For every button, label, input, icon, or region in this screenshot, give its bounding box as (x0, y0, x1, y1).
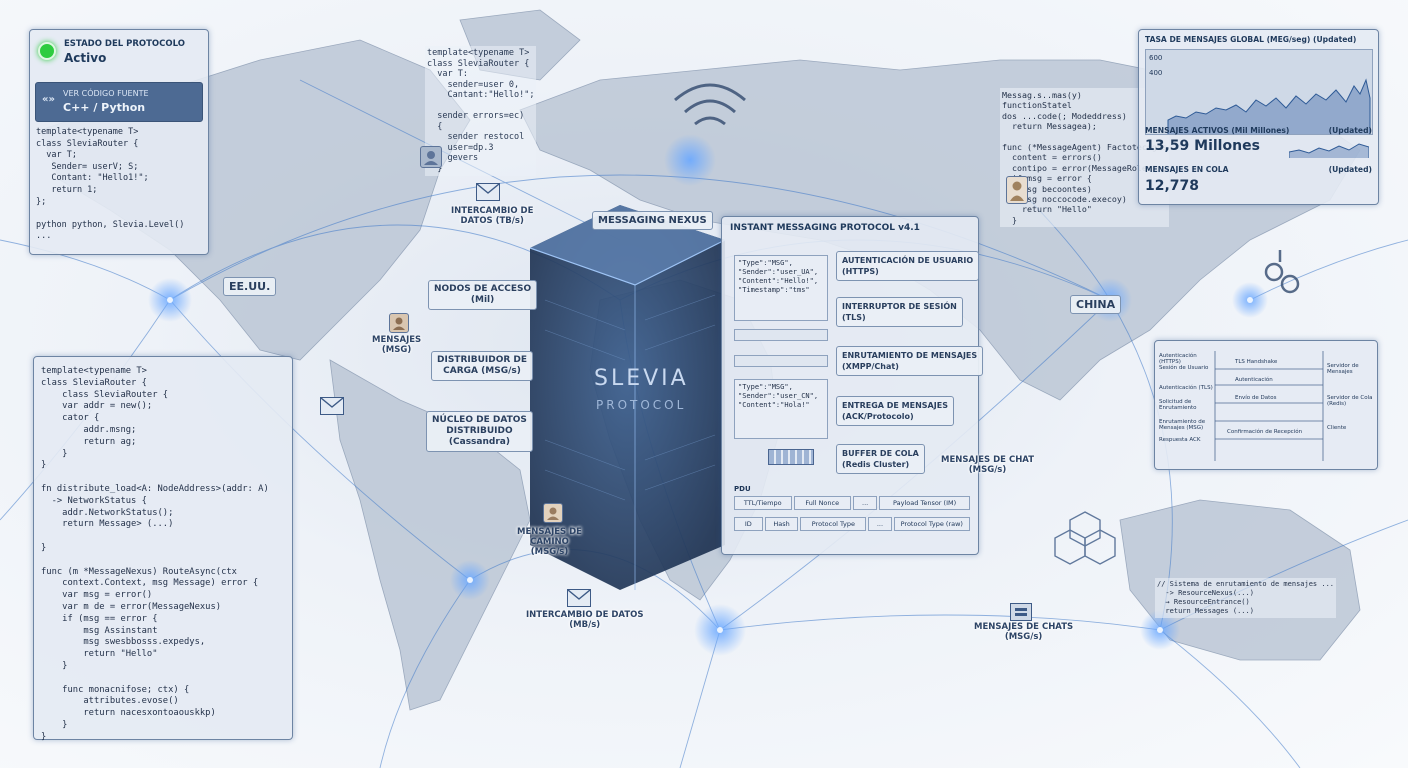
pdu-cell: Hash (764, 517, 799, 531)
sequence-left-label: Respuesta ACK (1159, 437, 1201, 443)
sequence-diagram-panel: Autenticación (HTTPS) Sesión de Usuario … (1154, 340, 1378, 470)
avatar-icon (420, 146, 442, 168)
pdu-cell: TTL/Tiempo (734, 496, 792, 510)
rate-sparkline (1167, 78, 1371, 134)
status-indicator-icon (38, 42, 56, 60)
queue-title: MENSAJES EN COLA (1145, 165, 1229, 174)
sequence-left-label: Solicitud de Enrutamiento (1159, 399, 1197, 411)
sequence-left-label: Enrutamiento de Mensajes (MSG) (1159, 419, 1206, 431)
active-messages-title: MENSAJES ACTIVOS (Mil Millones) (1145, 126, 1290, 135)
status-code-snippet: template<typename T> class SleviaRouter … (36, 127, 185, 242)
protocol-json-1: "Type":"MSG", "Sender":"user_UA", "Conte… (734, 255, 828, 321)
active-messages-tag: (Updated) (1328, 126, 1372, 135)
buffer-icon (768, 449, 814, 465)
envelope-icon (320, 397, 344, 415)
pdu-cell: ... (853, 496, 878, 510)
server-icon (1010, 603, 1032, 621)
protocol-status-panel: ESTADO DEL PROTOCOLO Activo «» VER CÓDIG… (29, 29, 209, 255)
rate-chart-title: TASA DE MENSAJES GLOBAL (MEG/seg) (Updat… (1145, 35, 1357, 44)
sequence-mid-label: Confirmación de Recepción (1227, 429, 1303, 435)
data-exchange-bottom-label: INTERCAMBIO DE DATOS (MB/s) (526, 610, 644, 630)
usa-label: EE.UU. (223, 277, 277, 296)
code-icon: «» (42, 94, 55, 105)
pdu-cell: Protocol Type (800, 517, 867, 531)
rate-y-top: 600 (1149, 54, 1163, 62)
status-title: ESTADO DEL PROTOCOLO (64, 39, 185, 49)
sequence-mid-label: Autenticación (1235, 377, 1273, 383)
protocol-step-box (734, 329, 828, 341)
status-value: Activo (64, 51, 107, 65)
hexagon-network-icon (1054, 511, 1116, 565)
view-source-label: VER CÓDIGO FUENTE (63, 89, 149, 98)
pdu-cell: Protocol Type (raw) (893, 517, 970, 531)
access-nodes-label: NODOS DE ACCESO (Mil) (428, 280, 538, 310)
sequence-left-label: Autenticación (TLS) (1159, 385, 1213, 391)
pdu-row-1: TTL/Tiempo Full Nonce ... Payload Tensor… (734, 496, 970, 510)
protocol-panel: INSTANT MESSAGING PROTOCOL v4.1 "Type":"… (721, 216, 984, 555)
step-authentication: AUTENTICACIÓN DE USUARIO (HTTPS) (836, 251, 980, 281)
pdu-cell: Full Nonce (793, 496, 851, 510)
sequence-right-label: Servidor de Cola (Redis) (1327, 395, 1373, 407)
pdu-cell: ... (868, 517, 892, 531)
queue-tag: (Updated) (1328, 165, 1372, 174)
sequence-right-label: Cliente (1327, 425, 1347, 431)
pdu-label: PDU (734, 485, 751, 493)
pdu-cell: Payload Tensor (IM) (879, 496, 970, 510)
step-routing: ENRUTAMIENTO DE MENSAJES (XMPP/Chat) (836, 346, 984, 376)
cube-title: SLEVIA (594, 366, 689, 391)
left-code-panel: template<typename T> class SleviaRouter … (33, 356, 293, 742)
sequence-mid-label: Envío de Datos (1235, 395, 1277, 401)
step-buffer: BUFFER DE COLA (Redis Cluster) (836, 444, 925, 474)
avatar-icon (1006, 176, 1028, 204)
sequence-left-label: Autenticación (HTTPS) (1159, 353, 1197, 365)
left-code-snippet: template<typename T> class SleviaRouter … (41, 366, 269, 742)
data-exchange-top-label: INTERCAMBIO DE DATOS (TB/s) (451, 206, 534, 226)
view-source-button[interactable]: «» VER CÓDIGO FUENTE C++ / Python (35, 82, 203, 122)
top-code-snippet: template<typename T> class SleviaRouter … (425, 46, 537, 176)
sequence-mid-label: TLS Handshake (1235, 359, 1278, 365)
pdu-cell: ID (734, 517, 763, 531)
chat-messages-label: MENSAJES DE CHAT (MSG/s) (941, 455, 1035, 475)
load-distributor-label: DISTRIBUIDOR DE CARGA (MSG/s) (431, 351, 534, 381)
messages-sa-label: MENSAJES DE CAMINO (MSG/s) (517, 527, 582, 557)
step-session: INTERRUPTOR DE SESIÓN (TLS) (836, 297, 963, 327)
protocol-title: INSTANT MESSAGING PROTOCOL v4.1 (730, 223, 920, 233)
active-sparkline (1289, 143, 1369, 158)
china-label: CHINA (1070, 295, 1122, 314)
avatar-icon (389, 313, 409, 333)
sequence-left-label: Sesión de Usuario (1159, 365, 1209, 371)
step-delivery: ENTREGA DE MENSAJES (ACK/Protocolo) (836, 396, 954, 426)
cube-subtitle: PROTOCOL (596, 398, 687, 412)
queue-value: 12,778 (1145, 178, 1200, 194)
australia-code-snippet: // Sistema de enrutamiento de mensajes .… (1155, 578, 1337, 618)
active-messages-value: 13,59 Millones (1145, 138, 1260, 154)
stats-panel: TASA DE MENSAJES GLOBAL (MEG/seg) (Updat… (1138, 29, 1379, 205)
protocol-step-box-2 (734, 355, 828, 367)
rate-y-mid: 400 (1149, 69, 1163, 77)
rate-chart: 600 400 (1145, 49, 1373, 135)
protocol-json-2: "Type":"MSG", "Sender":"user_CN", "Conte… (734, 379, 828, 439)
link-icon (1264, 250, 1300, 294)
avatar-icon (543, 503, 563, 523)
pdu-row-2: ID Hash Protocol Type ... Protocol Type … (734, 517, 970, 531)
wifi-icon (674, 83, 746, 126)
sequence-lines (1214, 351, 1324, 461)
sequence-right-label: Servidor de Mensajes (1327, 363, 1359, 375)
chat-messages-bottom-label: MENSAJES DE CHATS (MSG/s) (974, 622, 1074, 642)
envelope-icon (476, 183, 500, 201)
data-core-label: NÚCLEO DE DATOS DISTRIBUIDO (Cassandra) (426, 411, 533, 452)
messages-left-label: MENSAJES (MSG) (372, 335, 422, 355)
messaging-nexus-label: MESSAGING NEXUS (592, 211, 713, 230)
envelope-icon (567, 589, 591, 607)
language-value: C++ / Python (63, 101, 146, 114)
